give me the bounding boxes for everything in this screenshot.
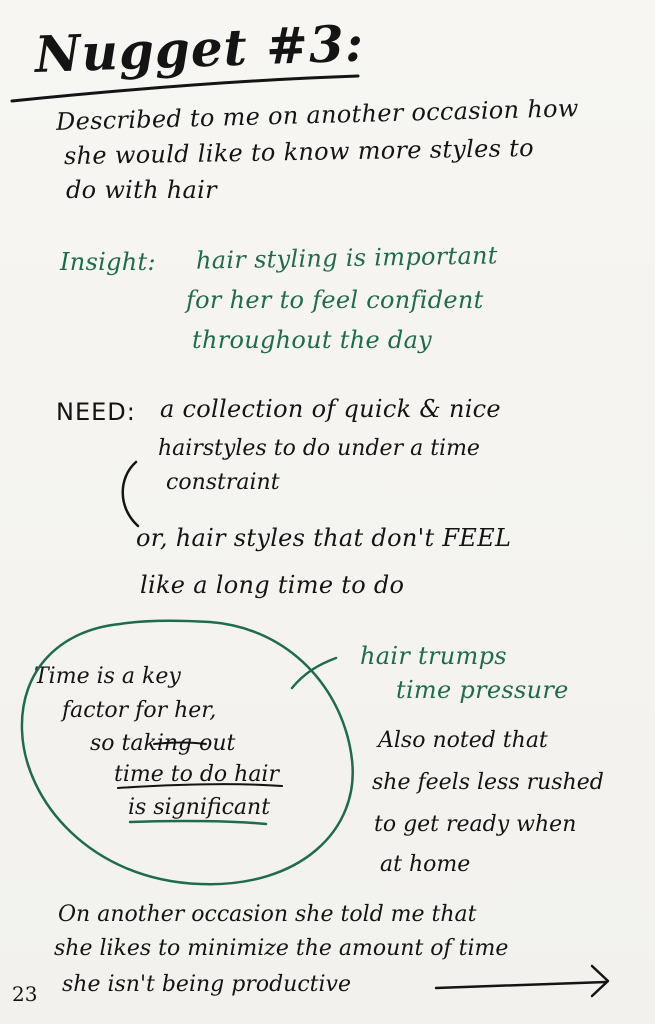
page-title: Nugget #3: (33, 13, 366, 84)
need-label: NEED: (56, 398, 136, 426)
need-line-1: a collection of quick & nice (160, 395, 501, 423)
need-line-2: hairstyles to do under a time (158, 436, 480, 461)
also-noted-line-4: at home (380, 852, 471, 877)
bottom-arrowhead (590, 964, 610, 998)
circle-note-line-5: is significant (128, 795, 271, 820)
also-noted-line-3: to get ready when (374, 812, 577, 837)
bottom-arrow (434, 980, 608, 990)
side-note-line-1: hair trumps (360, 642, 507, 670)
need-line-3: constraint (166, 470, 280, 495)
page-number: 23 (12, 982, 38, 1006)
circle-note-line-2: factor for her, (62, 698, 217, 723)
insight-line-2: for her to feel confident (186, 286, 484, 314)
green-connector (290, 656, 338, 690)
need-line-5: like a long time to do (140, 571, 405, 599)
observation-line-1: Described to me on another occasion how (55, 94, 579, 136)
observation-line-2: she would like to know more styles to (63, 133, 535, 171)
insight-line-3: throughout the day (192, 326, 433, 354)
observation-line-3: do with hair (66, 176, 217, 204)
side-note-line-2: time pressure (396, 676, 569, 704)
closing-line-2: she likes to minimize the amount of time (54, 936, 509, 961)
also-noted-line-1: Also noted that (378, 728, 548, 753)
closing-line-3: she isn't being productive (62, 972, 351, 997)
also-noted-line-2: she feels less rushed (372, 770, 604, 795)
circle-note-line-1: Time is a key (34, 664, 181, 689)
insight-line-1: hair styling is important (195, 241, 498, 275)
circle-note-line-4: time to do hair (114, 762, 279, 787)
need-bracket (121, 460, 140, 528)
closing-line-1: On another occasion she told me that (58, 902, 477, 927)
insight-label: Insight: (60, 248, 156, 276)
circle-note-line-3: so taking out (90, 731, 236, 756)
need-line-4: or, hair styles that don't FEEL (136, 524, 512, 552)
underline-significant (128, 819, 268, 826)
